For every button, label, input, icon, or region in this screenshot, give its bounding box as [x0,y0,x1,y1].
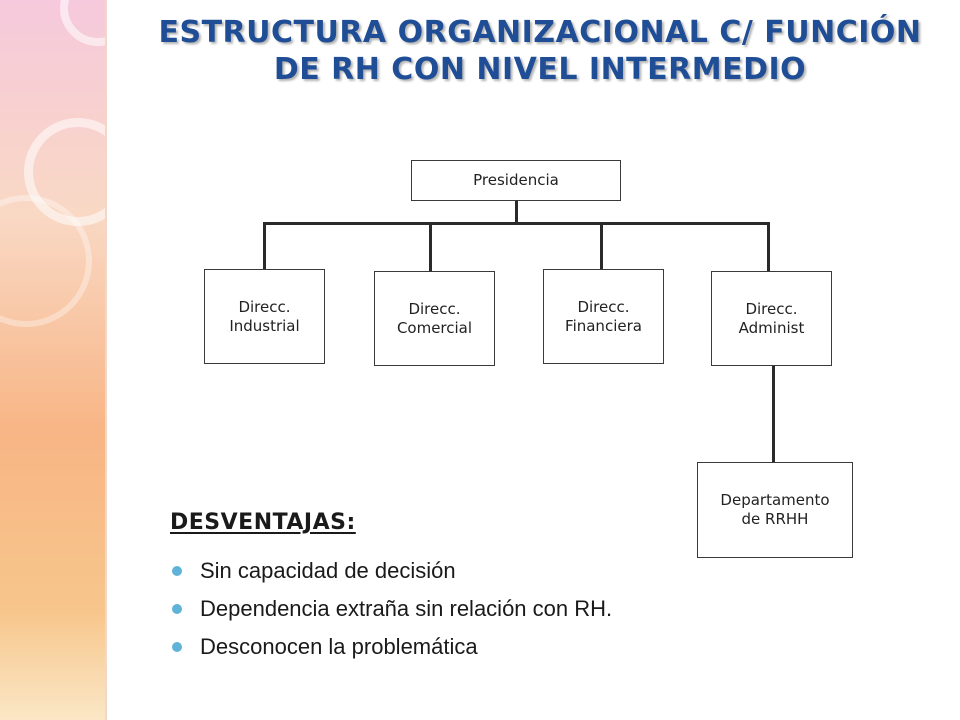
disadvantages-list: Sin capacidad de decisión Dependencia ex… [160,552,612,666]
list-item-text: Dependencia extraña sin relación con RH. [200,596,613,621]
org-box-label: Direcc. Comercial [396,299,473,337]
disadvantages-heading: DESVENTAJAS: [170,510,356,535]
list-item: Dependencia extraña sin relación con RH. [160,590,612,628]
connector-line [515,200,518,224]
connector-line [429,222,432,271]
org-box-direcc-administ: Direcc. Administ [711,271,832,366]
connector-line [263,222,770,225]
org-box-label: Direcc. Industrial [229,297,300,335]
connector-line [600,222,603,271]
org-box-departamento-rrhh: Departamento de RRHH [697,462,853,558]
org-box-label: Presidencia [473,171,559,189]
connector-line [263,222,266,271]
org-box-presidencia: Presidencia [411,160,621,201]
decorative-side-panel [0,0,136,720]
bullet-icon [172,604,182,614]
org-box-label: Departamento de RRHH [720,491,830,528]
connector-line [772,366,775,462]
bullet-icon [172,566,182,576]
org-box-label: Direcc. Financiera [565,297,642,335]
decorative-ring [60,0,136,46]
org-box-label: Direcc. Administ [738,299,805,337]
list-item: Desconocen la problemática [160,628,612,666]
slide-title: ESTRUCTURA ORGANIZACIONAL C/ FUNCIÓN DE … [158,15,922,87]
list-item-text: Desconocen la problemática [200,634,478,659]
list-item: Sin capacidad de decisión [160,552,612,590]
org-box-direcc-financiera: Direcc. Financiera [543,269,664,364]
org-box-direcc-comercial: Direcc. Comercial [374,271,495,366]
bullet-icon [172,642,182,652]
org-box-direcc-industrial: Direcc. Industrial [204,269,325,364]
connector-line [767,222,770,271]
list-item-text: Sin capacidad de decisión [200,558,456,583]
side-divider [105,0,107,720]
